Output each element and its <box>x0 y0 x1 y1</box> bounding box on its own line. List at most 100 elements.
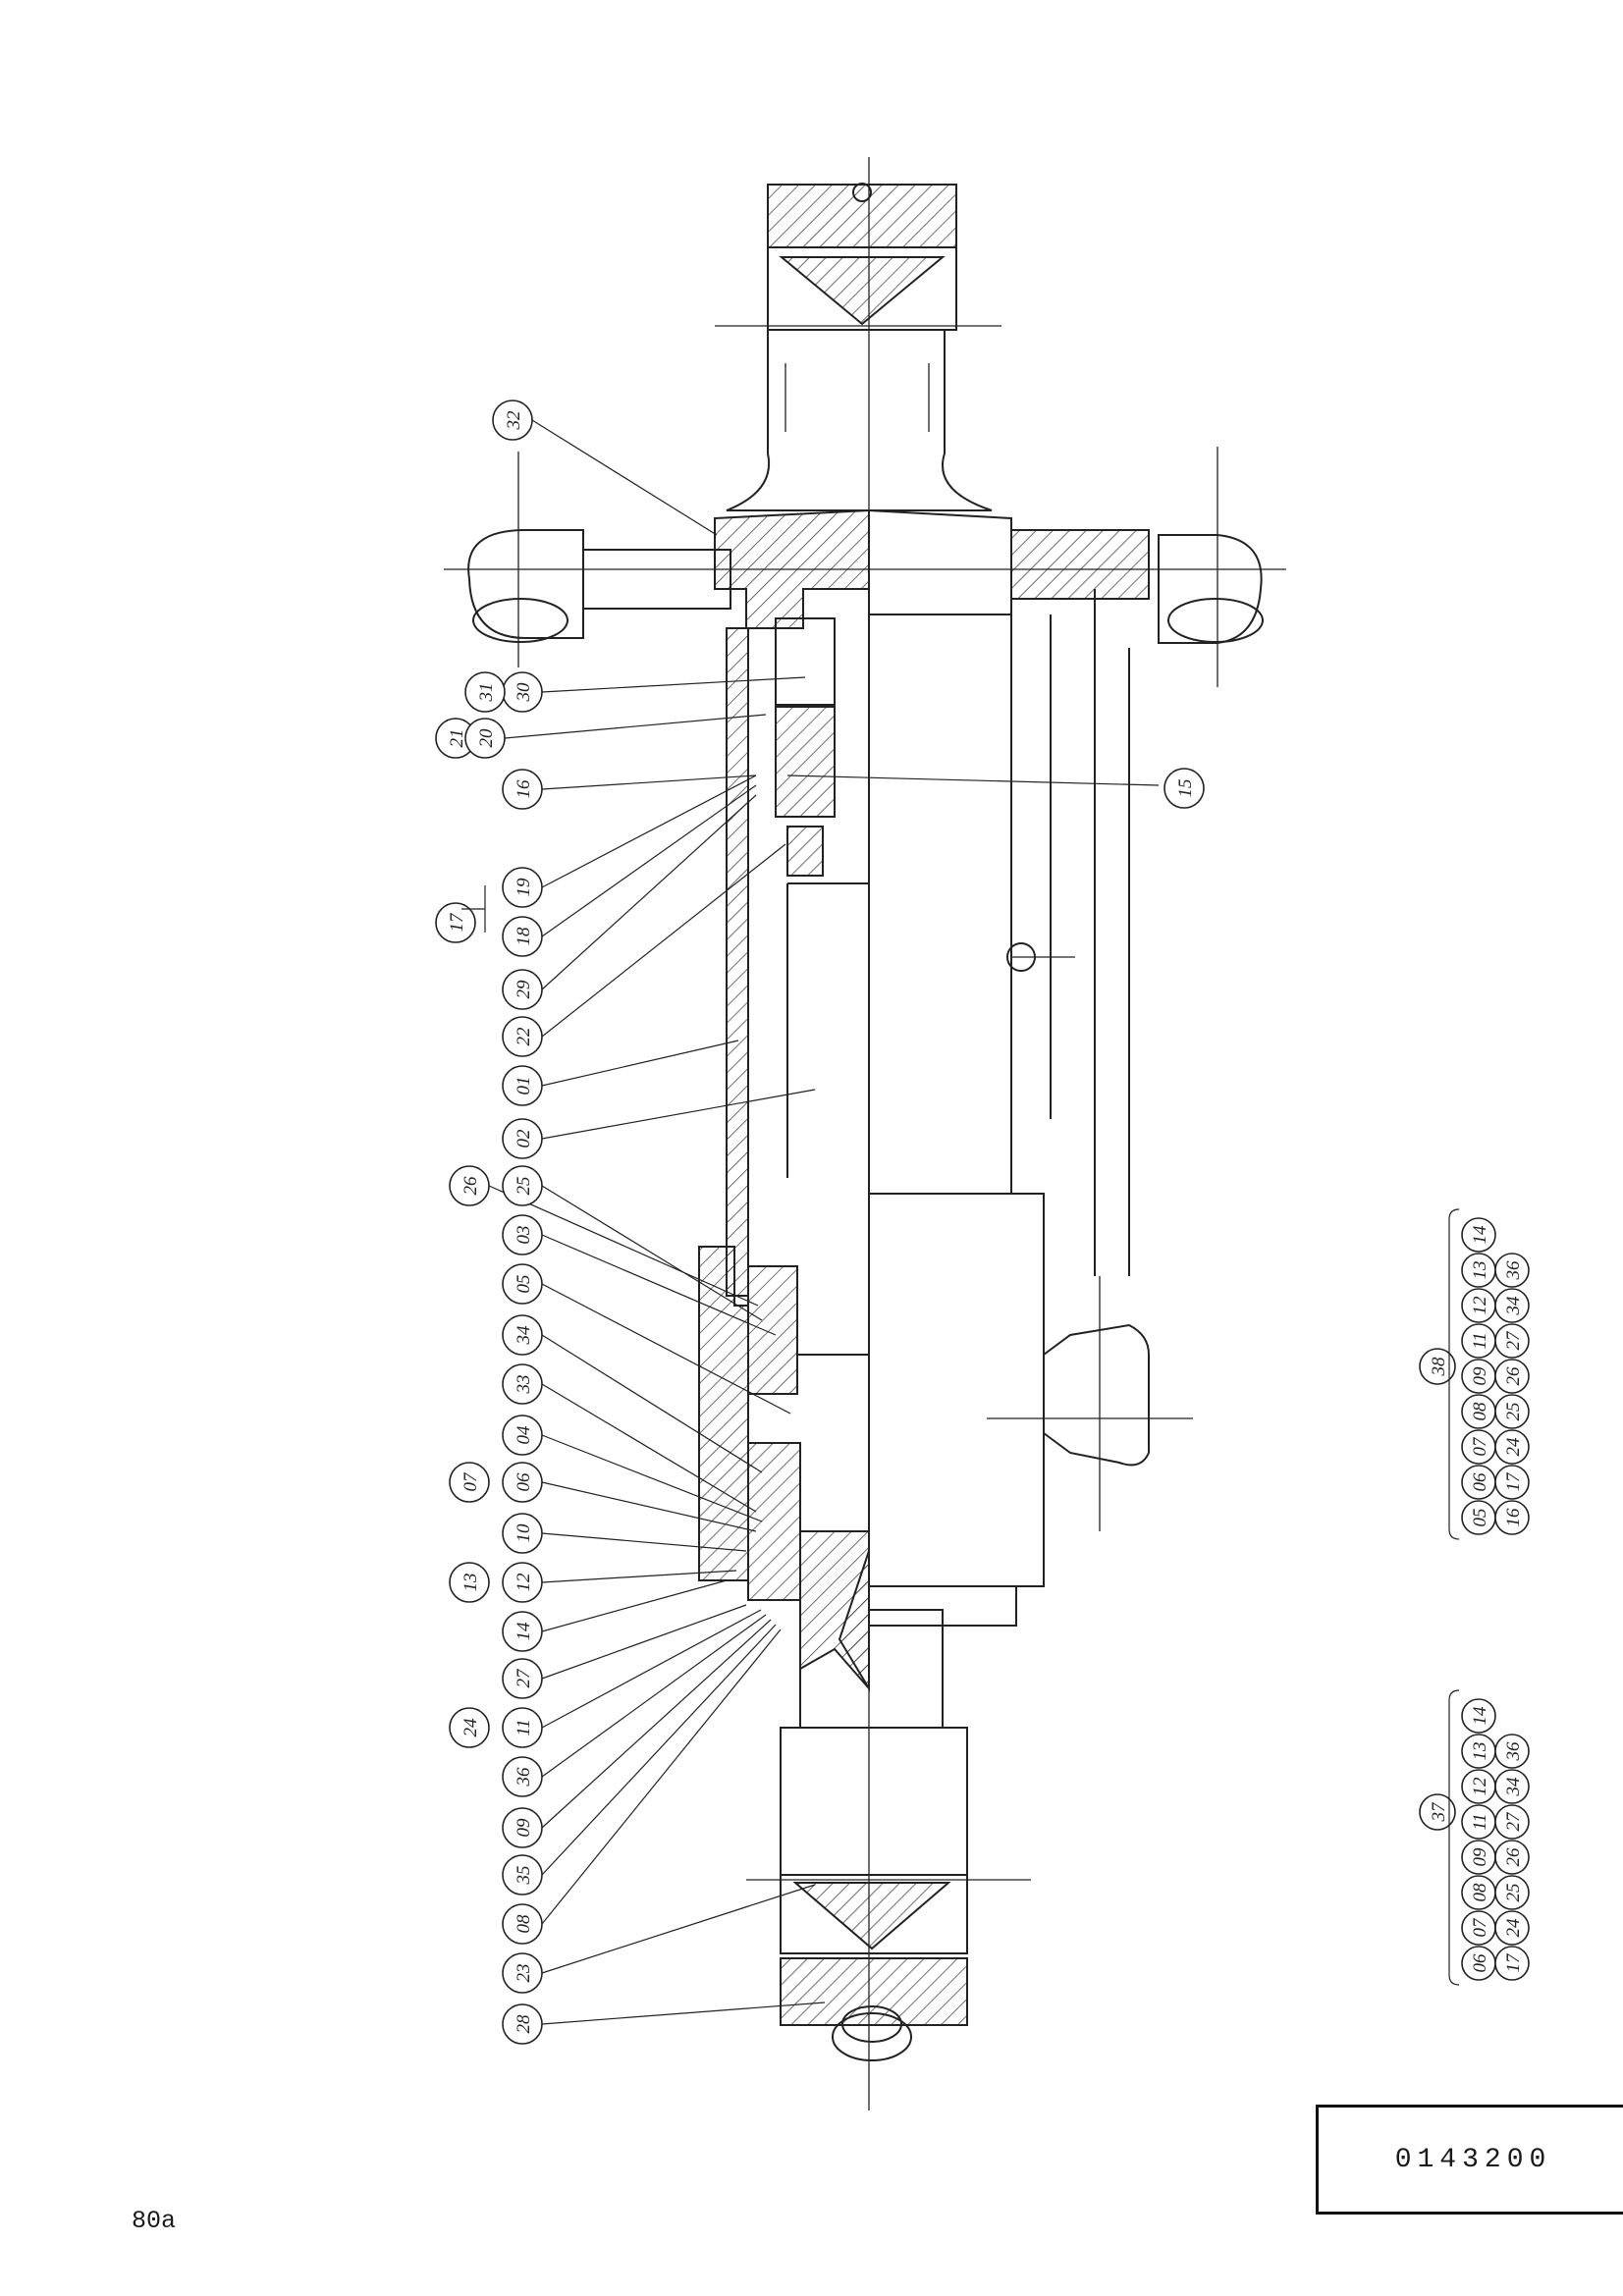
callout-balloon-26: 26 <box>449 1165 490 1206</box>
balloon-label: 08 <box>514 1914 534 1934</box>
callout-balloon-32: 32 <box>492 400 533 441</box>
balloon-label: 10 <box>514 1523 534 1543</box>
callout-balloon-36: 36 <box>502 1756 543 1797</box>
balloon-label: 13 <box>1470 1742 1490 1761</box>
callout-balloon-11: 11 <box>1461 1804 1496 1840</box>
leader-line <box>541 1434 763 1522</box>
callout-balloon-38: 38 <box>1419 1348 1456 1385</box>
balloon-label: 06 <box>514 1472 534 1492</box>
balloon-label: 16 <box>514 779 534 799</box>
callout-balloon-34: 34 <box>1494 1769 1530 1804</box>
leader-line <box>504 714 767 739</box>
callout-balloon-30: 30 <box>502 671 543 713</box>
callout-balloon-07: 07 <box>449 1462 490 1503</box>
balloon-label: 38 <box>1429 1357 1449 1377</box>
callout-balloon-14: 14 <box>502 1611 543 1652</box>
callout-balloon-02: 02 <box>502 1118 543 1159</box>
balloon-label: 09 <box>514 1818 534 1838</box>
callout-balloon-21: 21 <box>435 718 476 759</box>
balloon-label: 06 <box>1470 1953 1490 1973</box>
callout-balloon-29: 29 <box>502 969 543 1010</box>
balloon-label: 34 <box>514 1325 534 1346</box>
kit-brace <box>1448 1689 1460 1986</box>
balloon-label: 17 <box>447 912 467 933</box>
balloon-label: 26 <box>460 1176 481 1196</box>
drawing-number-box: 0143200 <box>1316 2105 1623 2215</box>
leader-line <box>541 1609 762 1729</box>
balloon-label: 17 <box>1503 1471 1524 1492</box>
callout-balloon-24: 24 <box>1494 1429 1530 1465</box>
callout-balloon-04: 04 <box>502 1415 543 1456</box>
callout-balloon-23: 23 <box>502 1952 543 1994</box>
balloon-label: 13 <box>1470 1261 1490 1280</box>
callout-balloon-05: 05 <box>502 1263 543 1305</box>
balloon-label: 13 <box>460 1574 481 1592</box>
callout-balloon-06: 06 <box>1461 1946 1496 1981</box>
balloon-label: 11 <box>1470 1332 1490 1350</box>
callout-balloon-01: 01 <box>502 1065 543 1106</box>
balloon-label: 29 <box>514 980 534 999</box>
callout-balloon-27: 27 <box>1494 1804 1530 1840</box>
callout-balloon-36: 36 <box>1494 1253 1530 1288</box>
leader-line <box>541 794 757 990</box>
callout-balloon-09: 09 <box>1461 1359 1496 1394</box>
assembly-17-brace <box>461 885 486 933</box>
balloon-label: 16 <box>1503 1508 1524 1527</box>
balloon-label: 12 <box>1470 1296 1490 1315</box>
leader-line <box>541 1604 747 1680</box>
leader-line <box>541 2002 826 2025</box>
leader-line <box>541 1614 767 1778</box>
callout-balloon-17: 17 <box>1494 1946 1530 1981</box>
callout-balloon-20: 20 <box>464 718 506 759</box>
callout-balloon-12: 12 <box>1461 1769 1496 1804</box>
leader-line <box>541 1040 739 1087</box>
balloon-label: 24 <box>460 1718 481 1737</box>
balloon-label: 33 <box>514 1375 534 1395</box>
balloon-label: 01 <box>514 1077 534 1095</box>
callout-balloon-25: 25 <box>502 1165 543 1206</box>
leader-line <box>541 1884 816 1974</box>
callout-balloon-33: 33 <box>502 1363 543 1405</box>
balloon-label: 05 <box>1470 1509 1490 1527</box>
leader-line <box>541 843 786 1038</box>
leader-line <box>541 1234 777 1336</box>
balloon-label: 15 <box>1175 779 1196 798</box>
drawing-number: 0143200 <box>1394 2144 1552 2175</box>
leader-line <box>541 1283 791 1415</box>
callout-balloon-13: 13 <box>1461 1734 1496 1769</box>
balloon-label: 34 <box>1503 1777 1524 1797</box>
callout-balloon-18: 18 <box>502 916 543 957</box>
callout-balloon-08: 08 <box>1461 1394 1496 1429</box>
callout-balloon-14: 14 <box>1461 1698 1496 1734</box>
balloon-label: 24 <box>1503 1918 1524 1938</box>
leader-line <box>541 1619 772 1829</box>
balloon-label: 22 <box>514 1027 534 1046</box>
balloon-label: 07 <box>1470 1436 1490 1457</box>
callout-balloon-17: 17 <box>1494 1465 1530 1500</box>
balloon-label: 25 <box>1503 1884 1524 1902</box>
callout-balloon-11: 11 <box>502 1707 543 1748</box>
leader-line <box>541 784 757 937</box>
callout-balloon-15: 15 <box>786 768 1205 809</box>
callout-balloon-13: 13 <box>449 1562 490 1603</box>
callout-balloon-16: 16 <box>1494 1500 1530 1535</box>
balloon-label: 04 <box>514 1425 534 1445</box>
callout-balloon-34: 34 <box>1494 1288 1530 1323</box>
balloon-label: 27 <box>1503 1811 1524 1832</box>
callout-balloon-25: 25 <box>1494 1394 1530 1429</box>
leader-line <box>541 1579 728 1632</box>
leader-line <box>541 1570 737 1583</box>
leader-line <box>541 1334 763 1473</box>
balloon-label: 28 <box>514 2014 534 2034</box>
balloon-label: 26 <box>1503 1366 1524 1386</box>
balloon-label: 05 <box>514 1275 534 1294</box>
balloon-label: 14 <box>1470 1225 1490 1245</box>
callout-balloon-19: 19 <box>502 867 543 908</box>
balloon-label: 09 <box>1470 1366 1490 1386</box>
leader-line <box>541 1185 763 1321</box>
leader-line <box>541 1629 782 1925</box>
callout-balloon-09: 09 <box>502 1807 543 1848</box>
leader-line <box>541 1383 757 1513</box>
callout-balloon-08: 08 <box>1461 1875 1496 1910</box>
